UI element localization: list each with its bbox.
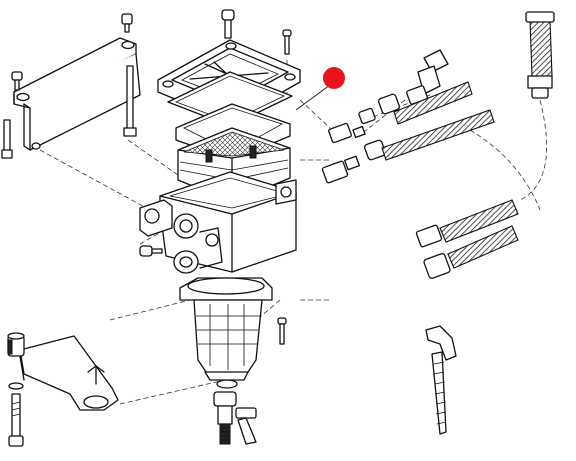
- rubber-mount: [7, 332, 25, 447]
- foot-bracket: [19, 335, 119, 411]
- filter-housing-body: [139, 171, 297, 274]
- banjo-fittings: [321, 93, 400, 184]
- fuel-hoses: [381, 11, 555, 279]
- highlight-marker: [295, 67, 345, 111]
- hose-clamp-tie: [425, 325, 457, 435]
- bracket-bolts: [1, 13, 137, 159]
- cover-screws: [221, 9, 292, 55]
- water-separator-bowl: [179, 277, 273, 389]
- drain-valve: [213, 391, 257, 445]
- body-bolt: [139, 245, 163, 257]
- bowl-bolt: [277, 317, 287, 345]
- mounting-bracket: [13, 37, 141, 151]
- elbow-fitting: [406, 49, 449, 105]
